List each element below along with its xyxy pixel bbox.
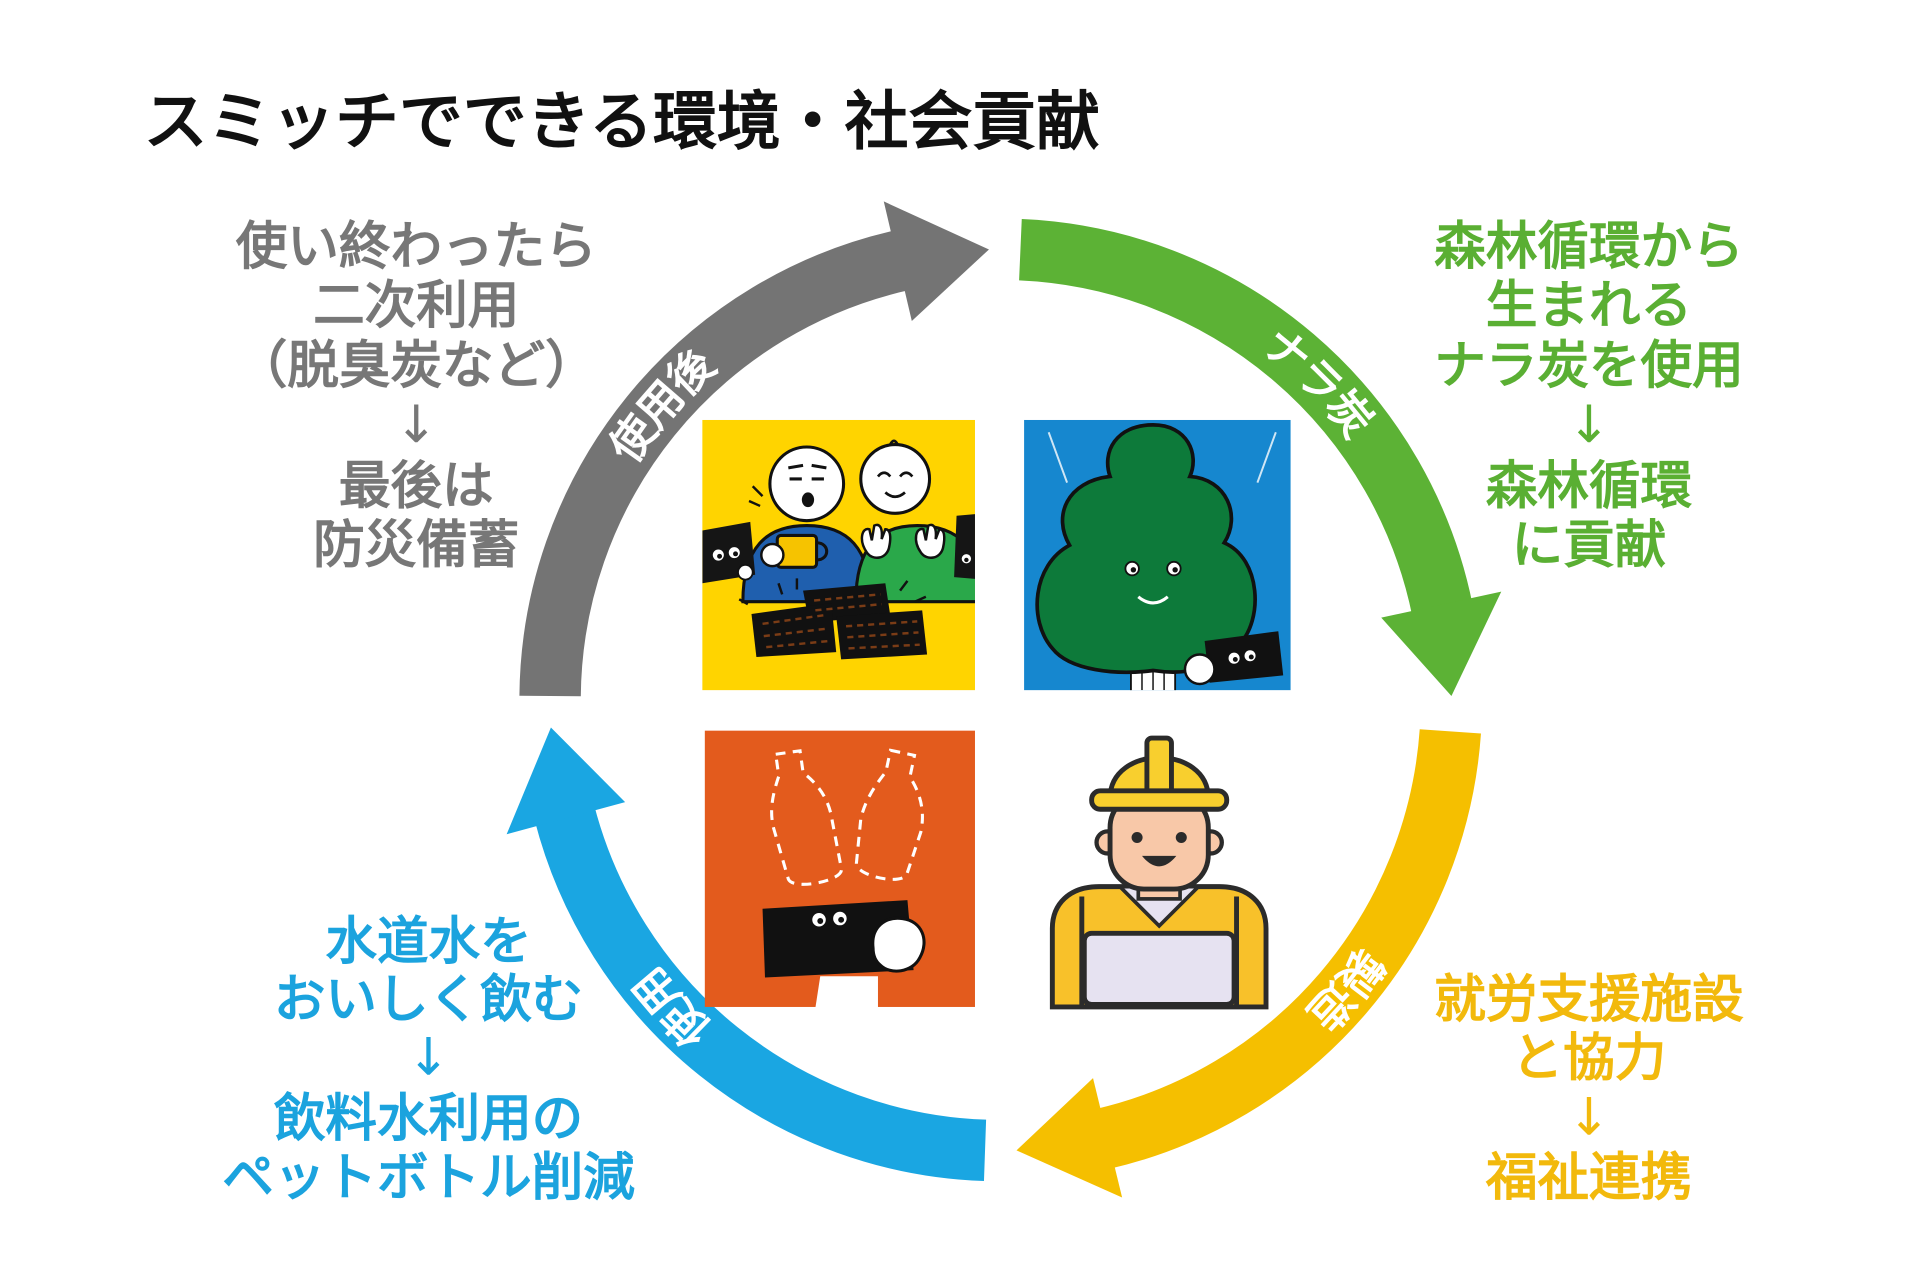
arc-body xyxy=(1094,729,1481,1170)
smiling-face-icon xyxy=(876,439,914,499)
overall-bib xyxy=(1081,930,1237,1007)
smile xyxy=(1141,855,1177,867)
down-arrow-icon: ↓ xyxy=(407,1028,450,1088)
down-arrow-icon: ↓ xyxy=(395,395,438,455)
tree-crown xyxy=(1035,423,1257,675)
caption-line: に貢献 xyxy=(1512,515,1667,575)
people-drinking-coffee-with-charcoal-icon xyxy=(702,419,975,691)
cycle-arc-use: 使用 xyxy=(506,727,987,1182)
charcoal-character xyxy=(1204,631,1284,683)
caption-line: 就労支援施設 xyxy=(1434,970,1744,1030)
panel-artwork xyxy=(1035,423,1284,691)
caption-line: 森林循環から xyxy=(1434,217,1743,277)
arc-body xyxy=(1019,219,1473,617)
hard-hat-brim xyxy=(1089,788,1230,812)
caption-line: 生まれる xyxy=(1486,276,1692,336)
caption-line: 防災備蓄 xyxy=(313,515,519,575)
sweat-lines xyxy=(748,485,764,508)
pupil xyxy=(964,557,969,563)
caption-line: と協力 xyxy=(1512,1029,1667,1089)
hand xyxy=(871,916,926,973)
worker-hard-hat-icon xyxy=(1049,735,1269,1010)
caption-line: （脱臭炭など） xyxy=(236,336,597,396)
caption-nara-charcoal: 森林循環から 生まれる ナラ炭を使用 ↓ 森林循環 に貢献 xyxy=(1434,217,1743,575)
person-blue-shirt-head xyxy=(768,445,846,523)
open-mouth xyxy=(801,492,815,508)
caption-line: 森林循環 xyxy=(1486,456,1693,516)
down-arrow-icon: ↓ xyxy=(1567,1088,1610,1148)
pupil xyxy=(1130,567,1137,573)
eye xyxy=(1131,831,1143,844)
panel-artwork xyxy=(702,439,975,660)
sparkle-lines xyxy=(738,578,927,606)
arc-body xyxy=(534,804,987,1182)
charcoal-pieces-icon xyxy=(738,578,928,660)
caption-line: 飲料水利用の xyxy=(274,1089,583,1149)
tree-with-charcoal-icon xyxy=(1024,419,1291,691)
bottle-outline-icon xyxy=(770,749,843,886)
caption-after-use: 使い終わったら 二次利用 （脱臭炭など） ↓ 最後は 防災備蓄 xyxy=(236,217,597,575)
caption-line: 福祉連携 xyxy=(1485,1148,1692,1208)
caption-line: 使い終わったら xyxy=(236,217,597,277)
raised-hand-icon xyxy=(914,523,946,559)
arrowhead-icon xyxy=(1381,591,1502,697)
worried-face-icon xyxy=(788,463,827,481)
raised-hand-icon xyxy=(860,523,892,559)
pupil xyxy=(817,918,824,924)
caption-line: おいしく飲む xyxy=(274,970,583,1030)
arrowhead-icon xyxy=(506,727,626,835)
person-green-shirt-head xyxy=(859,443,932,515)
light-lines xyxy=(1047,431,1277,483)
hand xyxy=(1183,653,1216,686)
down-arrow-icon: ↓ xyxy=(1567,395,1610,455)
diagram-content: スミッチでできる環境・社会貢献 使用後 ナラ炭 製造 使用 xyxy=(144,86,1744,1208)
charcoal-texture xyxy=(762,593,920,650)
arrowhead-icon xyxy=(1016,1078,1123,1198)
hand xyxy=(760,542,785,568)
smile xyxy=(1137,595,1169,605)
caption-line: 水道水を xyxy=(325,912,531,972)
pupil xyxy=(838,916,845,923)
hand xyxy=(737,563,754,581)
bottle-outline-icon xyxy=(854,748,924,881)
panel-notch xyxy=(815,976,878,1007)
mug-handle xyxy=(816,541,829,562)
caption-line: ナラ炭を使用 xyxy=(1434,336,1743,396)
pupil xyxy=(1172,567,1178,573)
pupil xyxy=(733,551,738,557)
hard-hat-ridge xyxy=(1144,735,1174,799)
page-title: スミッチでできる環境・社会貢献 xyxy=(144,86,1100,160)
arrowhead-icon xyxy=(883,201,989,321)
pupil xyxy=(717,553,723,559)
caption-line: 二次利用 xyxy=(313,276,519,336)
caption-use: 水道水を おいしく飲む ↓ 飲料水利用の ペットボトル削減 xyxy=(222,912,635,1208)
eye xyxy=(1175,831,1187,844)
arc-body xyxy=(519,229,911,697)
caption-manufacturing: 就労支援施設 と協力 ↓ 福祉連携 xyxy=(1434,970,1744,1208)
pupil xyxy=(1248,654,1254,660)
caption-line: 最後は xyxy=(339,456,494,516)
pupil xyxy=(1232,656,1238,662)
charcoal-character-right xyxy=(954,514,975,579)
cycle-arc-manufacturing: 製造 xyxy=(1016,729,1481,1198)
panel-artwork xyxy=(762,748,926,1007)
caption-line: ペットボトル削減 xyxy=(222,1148,635,1208)
plastic-bottles-with-charcoal-icon xyxy=(704,730,975,1007)
